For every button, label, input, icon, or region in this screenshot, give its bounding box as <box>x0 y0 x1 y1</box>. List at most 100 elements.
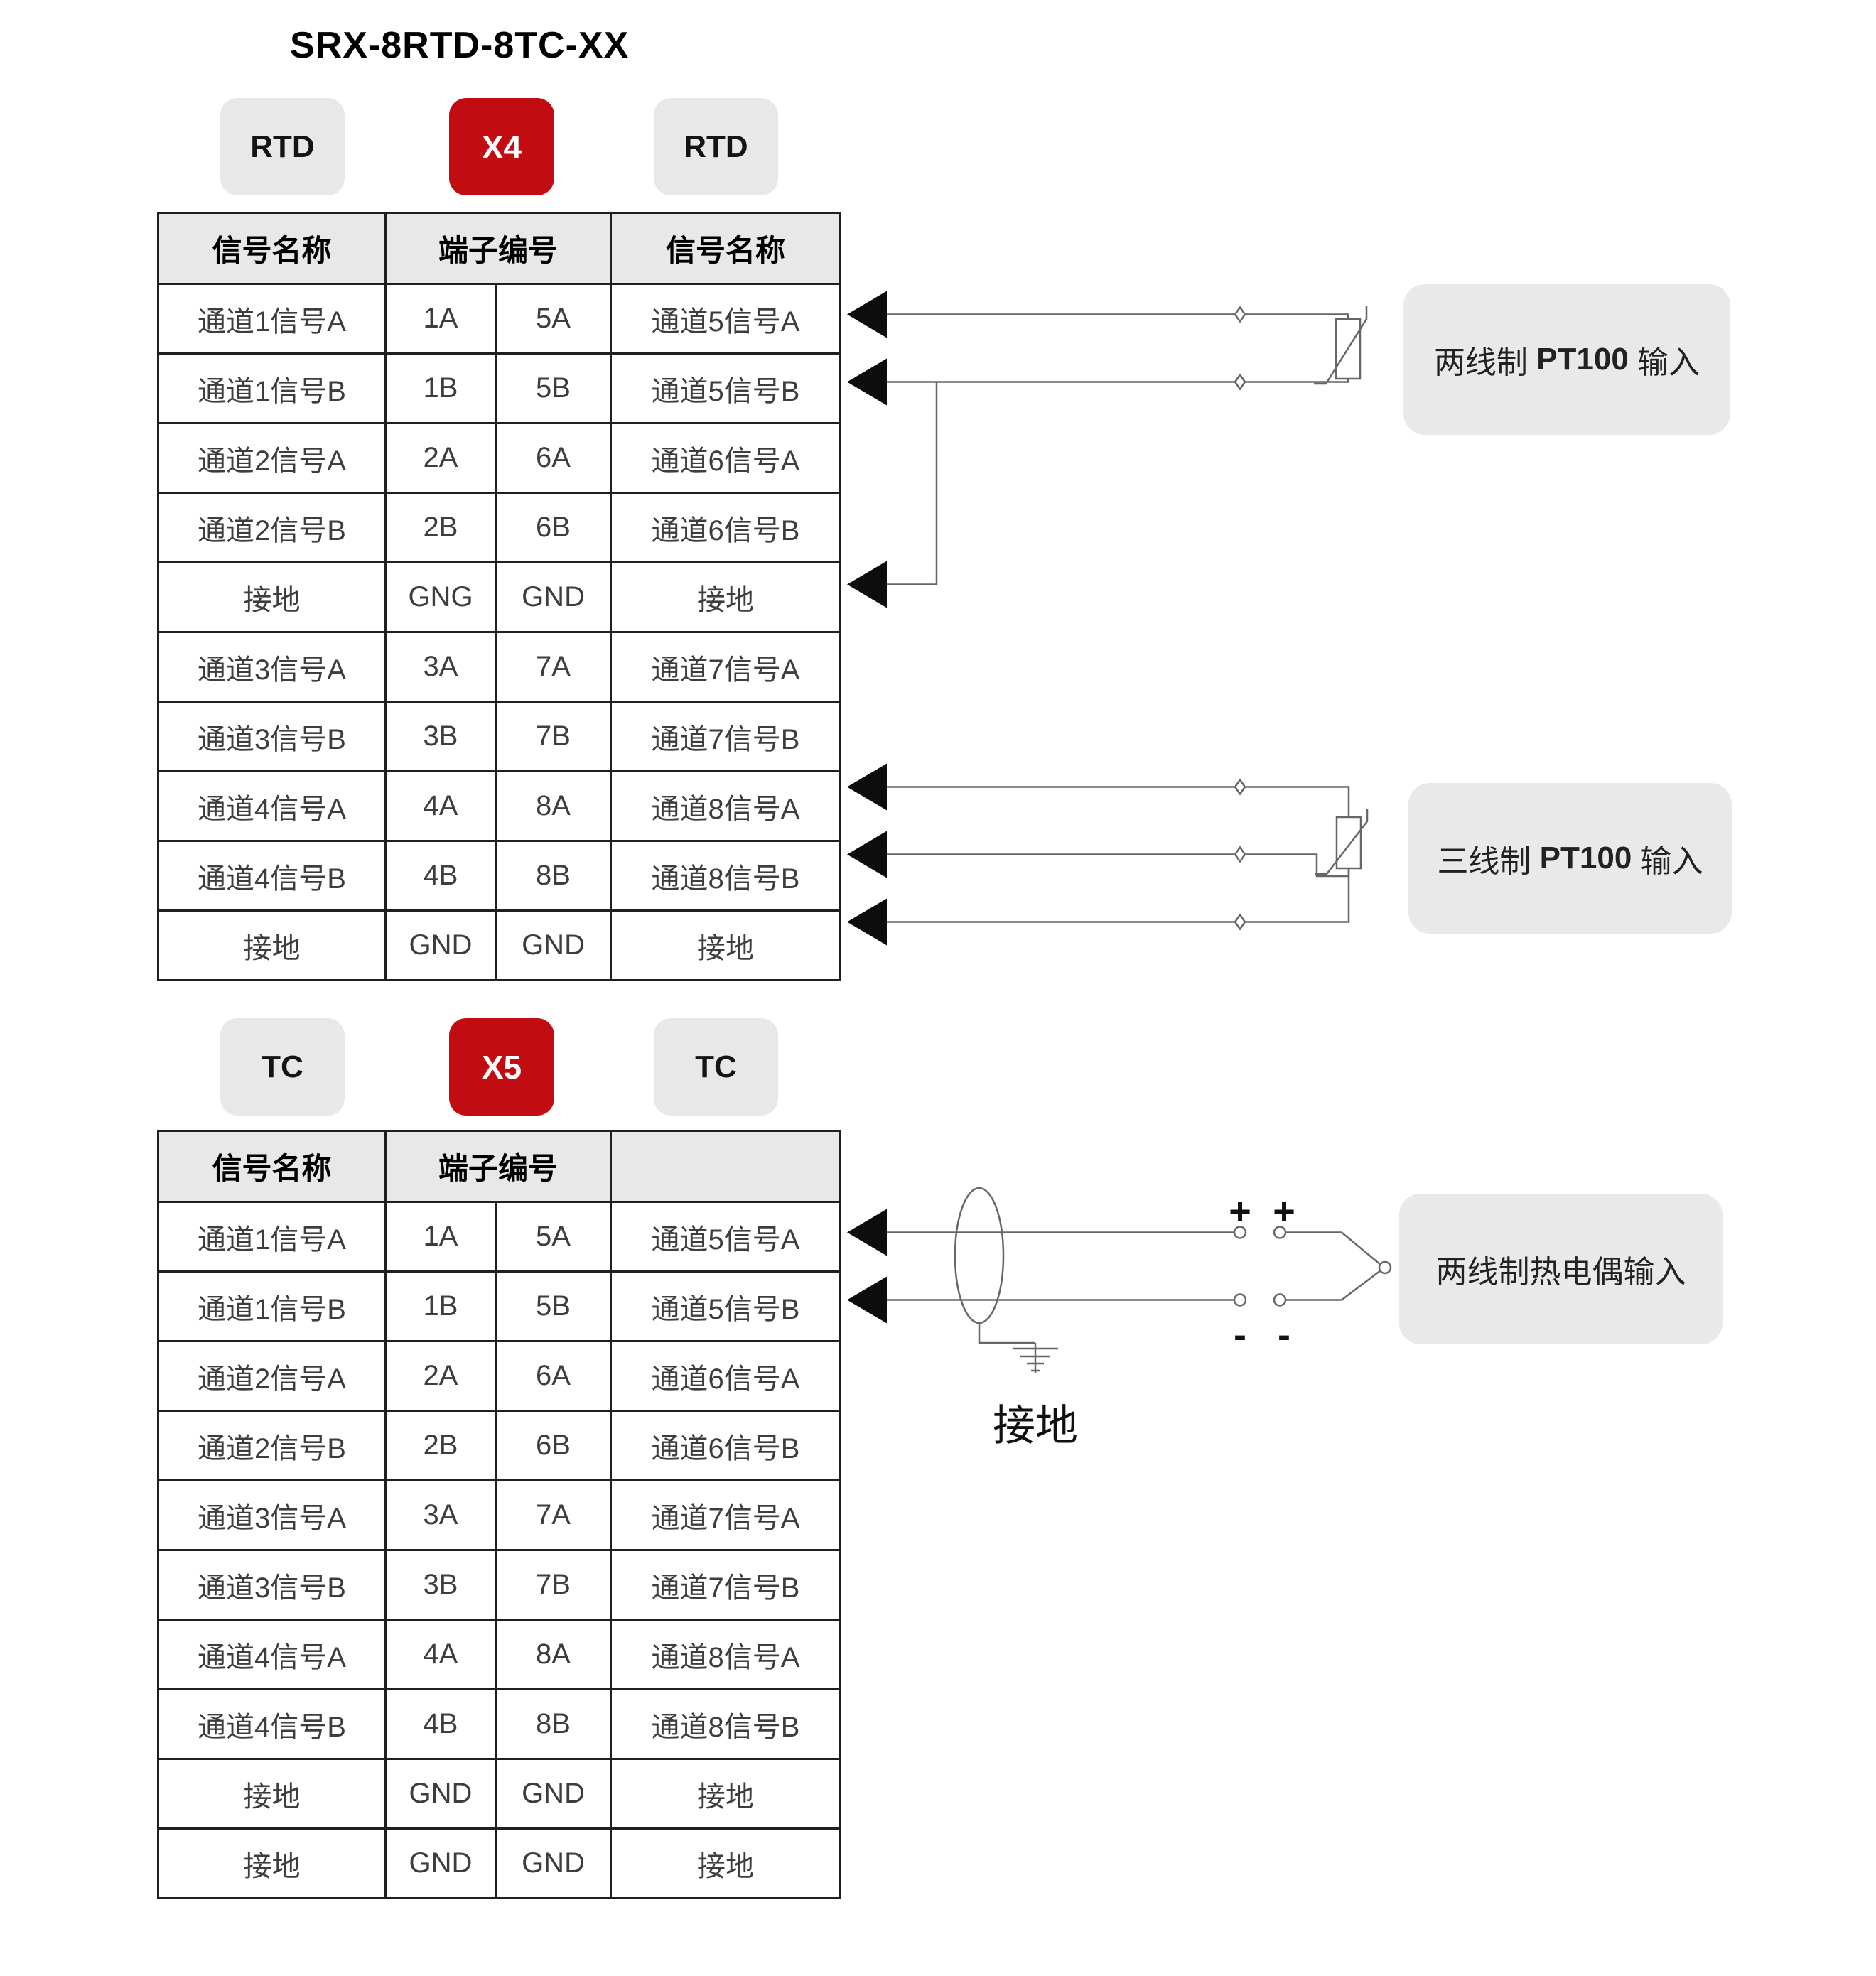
badge-rtd-right: RTD <box>654 98 778 195</box>
table-cell: GND <box>384 1827 497 1899</box>
table-cell: 3B <box>384 701 497 772</box>
table-cell: 接地 <box>157 1827 387 1899</box>
table-cell: 通道6信号B <box>610 492 842 563</box>
table-cell: 通道7信号B <box>610 1549 842 1621</box>
earth-ground-icon <box>1013 1343 1058 1373</box>
badge-label: X4 <box>481 128 522 166</box>
badge-connector-x4: X4 <box>449 98 554 195</box>
table-cell: 4A <box>384 770 497 842</box>
annotation-text: 输入 <box>1632 844 1703 879</box>
badge-connector-x5: X5 <box>449 1018 554 1116</box>
table-arrows <box>847 291 887 1324</box>
cable-shield-icon <box>954 1187 1005 1324</box>
connection-diamond-icon <box>1234 306 1246 391</box>
table-cell: 通道3信号B <box>157 1549 387 1621</box>
table-cell: 通道5信号B <box>610 352 842 424</box>
annotation-text: 输入 <box>1628 345 1700 380</box>
annotation-text: 两线制热电偶输入 <box>1435 1255 1686 1290</box>
three-wire-pt100-wiring <box>887 778 1369 931</box>
column-header: 信号名称 <box>610 212 842 285</box>
column-header: 端子编号 <box>384 212 613 285</box>
table-cell: 1A <box>384 1201 497 1273</box>
column-header: 端子编号 <box>384 1130 613 1203</box>
table-cell: 7B <box>494 1549 613 1621</box>
table-cell: GND <box>384 909 497 981</box>
left-arrow-icon <box>847 291 887 338</box>
annotation-text: 两线制 <box>1433 345 1537 380</box>
table-cell: 接地 <box>610 561 842 633</box>
table-cell: GND <box>494 909 613 981</box>
minus-sign: - <box>1278 1314 1290 1356</box>
table-cell: 通道4信号B <box>157 1688 387 1760</box>
table-cell: 通道7信号A <box>610 1479 842 1551</box>
terminal-circle-icon <box>1233 1226 1392 1307</box>
table-cell: 5A <box>494 1201 613 1273</box>
left-arrow-icon <box>847 358 887 406</box>
annotation-text-bold: PT100 <box>1536 342 1629 377</box>
left-arrow-icon <box>847 1209 887 1256</box>
table-cell: 1B <box>384 1270 497 1342</box>
table-cell: 通道8信号A <box>610 770 842 842</box>
badge-label: TC <box>695 1049 737 1084</box>
left-arrow-icon <box>847 1276 887 1324</box>
column-header: 信号名称 <box>157 212 387 285</box>
annotation-thermocouple: 两线制热电偶输入 <box>1399 1194 1723 1344</box>
rtd-resistor-icon <box>1315 809 1369 875</box>
table-cell: 通道3信号A <box>157 631 387 703</box>
table-cell: 3A <box>384 631 497 703</box>
thermocouple-wiring <box>887 1187 1392 1373</box>
table-cell: 通道5信号A <box>610 283 842 355</box>
page-title: SRX-8RTD-8TC-XX <box>290 25 630 66</box>
annotation-two-wire-pt100: 两线制 PT100 输入 <box>1403 284 1730 435</box>
table-cell: 通道3信号B <box>157 701 387 772</box>
table-cell: 4B <box>384 840 497 912</box>
table-cell: 4B <box>384 1688 497 1760</box>
table-cell: 1B <box>384 352 497 424</box>
table-cell: 通道2信号B <box>157 1410 387 1481</box>
table-cell: GND <box>494 561 613 633</box>
badge-label: X5 <box>481 1048 522 1086</box>
table-cell: 接地 <box>610 909 842 981</box>
badge-label: RTD <box>684 129 748 164</box>
table-cell: 通道7信号B <box>610 701 842 772</box>
table-cell: 接地 <box>157 1758 387 1830</box>
table-cell: 通道6信号B <box>610 1410 842 1481</box>
connection-diamond-icon <box>1234 778 1246 931</box>
table-cell: 8B <box>494 1688 613 1760</box>
table-cell: 7B <box>494 701 613 772</box>
table-cell: 接地 <box>610 1758 842 1830</box>
table-cell: 2B <box>384 1410 497 1481</box>
table-cell: 4A <box>384 1619 497 1690</box>
rtd-resistor-icon <box>1314 306 1368 385</box>
table-cell: 6A <box>494 1340 613 1412</box>
table-cell: 通道3信号A <box>157 1479 387 1551</box>
table-cell: 通道5信号B <box>610 1270 842 1342</box>
table-cell: GNG <box>384 561 497 633</box>
table-cell: 1A <box>384 283 497 355</box>
left-arrow-icon <box>847 898 887 946</box>
badge-tc-left: TC <box>220 1018 345 1116</box>
table-cell: GND <box>384 1758 497 1830</box>
table-cell: 6B <box>494 1410 613 1481</box>
table-cell: 通道2信号A <box>157 1340 387 1412</box>
table-cell: 通道4信号A <box>157 1619 387 1690</box>
table-cell: 接地 <box>610 1827 842 1899</box>
table-cell: 7A <box>494 631 613 703</box>
table-cell: 接地 <box>157 561 387 633</box>
table-cell: 8A <box>494 770 613 842</box>
left-arrow-icon <box>847 763 887 811</box>
left-arrow-icon <box>847 561 887 608</box>
